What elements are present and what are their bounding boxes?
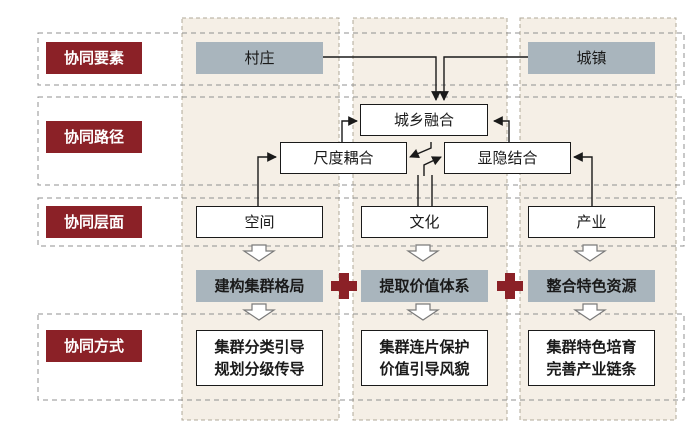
method-culture: 集群连片保护 价值引导风貌 (361, 330, 488, 386)
connectors (257, 56, 593, 206)
level-industry: 产业 (528, 206, 655, 238)
method-space-line1: 集群分类引导 (214, 338, 305, 356)
plus-icon (331, 273, 357, 299)
path-explicit-implicit: 显隐结合 (444, 142, 571, 174)
level-culture: 文化 (361, 206, 488, 238)
row-label-paths: 协同路径 (46, 121, 142, 153)
element-town: 城镇 (528, 42, 655, 74)
row-label-methods: 协同方式 (46, 330, 142, 362)
plus-icon (497, 273, 523, 299)
method-industry-line1: 集群特色培育 (546, 338, 637, 356)
row-label-levels: 协同层面 (46, 206, 142, 238)
level-space: 空间 (196, 206, 323, 238)
method-culture-line1: 集群连片保护 (379, 338, 470, 356)
method-industry: 集群特色培育 完善产业链条 (528, 330, 655, 386)
row-frames (37, 32, 685, 401)
method-industry-line2: 完善产业链条 (546, 360, 637, 378)
method-space: 集群分类引导 规划分级传导 (196, 330, 323, 386)
path-urban-rural-fusion: 城乡融合 (360, 104, 488, 136)
outcome-feature-resources: 整合特色资源 (528, 270, 655, 302)
flow-arrows (242, 244, 607, 321)
outcome-cluster-layout: 建构集群格局 (196, 270, 323, 302)
outcome-value-system: 提取价值体系 (361, 270, 488, 302)
row-label-elements: 协同要素 (46, 42, 142, 74)
method-space-line2: 规划分级传导 (214, 360, 305, 378)
element-village: 村庄 (196, 42, 323, 74)
path-scale-coupling: 尺度耦合 (280, 142, 407, 174)
method-culture-line2: 价值引导风貌 (379, 360, 470, 378)
